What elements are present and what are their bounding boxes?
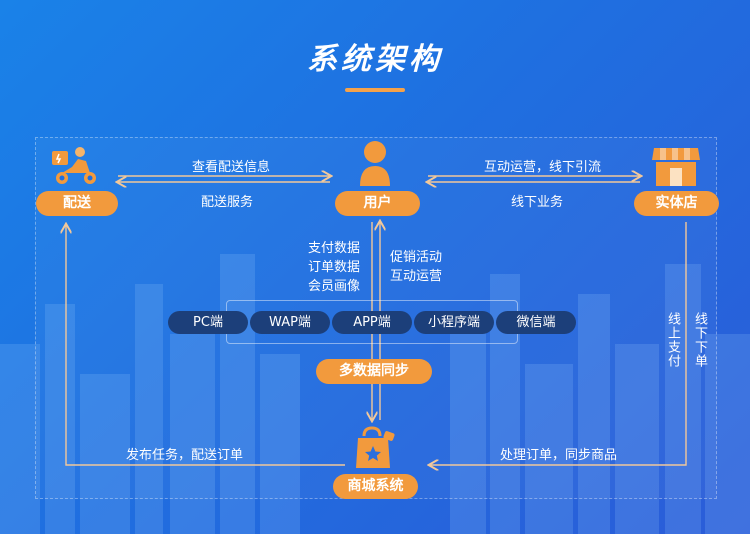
channel-wechat[interactable]: 微信端	[496, 311, 576, 334]
channel-app[interactable]: APP端	[332, 311, 412, 334]
channel-miniprogram[interactable]: 小程序端	[414, 311, 494, 334]
label-interactive-ops: 互动运营，线下引流	[484, 160, 602, 175]
label-process-order: 处理订单，同步商品	[500, 448, 618, 463]
label-view-delivery: 查看配送信息	[192, 160, 271, 175]
label-publish-task: 发布任务，配送订单	[126, 448, 244, 463]
label-member-profile: 会员画像	[308, 279, 361, 294]
label-promotion: 促销活动	[390, 250, 443, 265]
user-icon	[360, 141, 390, 186]
label-interactive-ops2: 互动运营	[390, 269, 443, 284]
multi-data-sync[interactable]: 多数据同步	[316, 359, 432, 384]
channel-pc[interactable]: PC端	[168, 311, 248, 334]
city-skyline-background	[0, 254, 750, 534]
node-delivery[interactable]: 配送	[36, 191, 118, 216]
shopping-bag-icon	[356, 426, 395, 468]
label-order-data: 订单数据	[308, 260, 361, 275]
page-title: 系统架构	[307, 42, 443, 77]
node-mall[interactable]: 商城系统	[333, 474, 418, 499]
storefront-icon	[652, 148, 700, 186]
title-underline	[345, 88, 405, 92]
label-offline-order: 线下下单	[692, 312, 707, 368]
channel-wap[interactable]: WAP端	[250, 311, 330, 334]
label-offline-business: 线下业务	[511, 195, 564, 210]
label-delivery-service: 配送服务	[201, 195, 254, 210]
delivery-scooter-icon	[52, 147, 96, 184]
label-online-pay: 线上支付	[665, 312, 680, 368]
node-store[interactable]: 实体店	[634, 191, 719, 216]
label-payment-data: 支付数据	[308, 241, 361, 256]
node-user[interactable]: 用户	[335, 191, 420, 216]
